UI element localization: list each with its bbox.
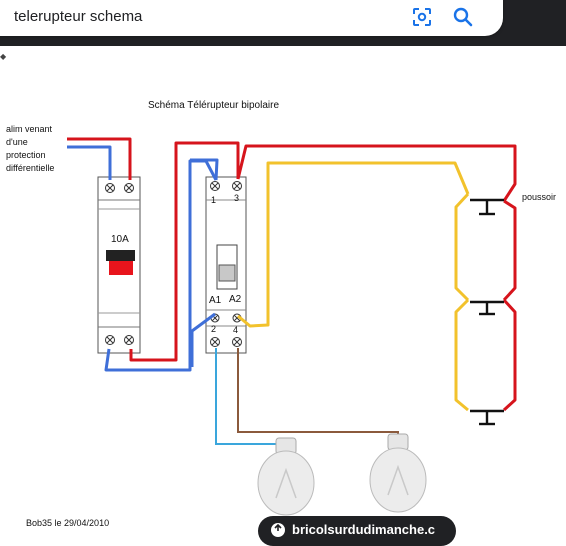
source-link-chip[interactable]: bricolsurdudimanche.c bbox=[258, 516, 456, 546]
scroll-marker-icon: ◆ bbox=[0, 52, 7, 61]
pushbutton-label: poussoir bbox=[522, 192, 557, 202]
circuit-breaker bbox=[97, 176, 141, 354]
wiring-diagram-image[interactable]: Schéma Télérupteur bipolaire alim venant… bbox=[0, 46, 566, 530]
search-query-text[interactable]: telerupteur schema bbox=[14, 8, 143, 25]
site-favicon-icon bbox=[270, 522, 286, 538]
author-signature: Bob35 le 29/04/2010 bbox=[26, 518, 110, 528]
terminal-4-label: 4 bbox=[233, 325, 239, 335]
google-lens-icon[interactable] bbox=[411, 6, 433, 28]
search-box[interactable]: telerupteur schema bbox=[0, 0, 503, 36]
neutral-wires bbox=[67, 145, 219, 372]
telerupteur-relay bbox=[205, 176, 247, 354]
pushbutton-wires bbox=[237, 161, 470, 412]
search-icon[interactable] bbox=[451, 5, 475, 29]
supply-label-line-4: différentielle bbox=[6, 163, 55, 173]
phase-wires bbox=[67, 137, 517, 362]
light-bulb-icon bbox=[369, 433, 427, 513]
top-bar: telerupteur schema bbox=[0, 0, 566, 46]
pushbutton-phase-wires bbox=[502, 199, 517, 412]
terminal-2-label: 2 bbox=[211, 324, 217, 334]
terminal-a2-label: A2 bbox=[229, 294, 242, 305]
diagram-title: Schéma Télérupteur bipolaire bbox=[148, 100, 280, 111]
breaker-rating-label: 10A bbox=[111, 234, 129, 245]
pushbutton-symbols bbox=[470, 198, 504, 426]
terminal-a1-label: A1 bbox=[209, 295, 222, 306]
light-bulb-icon bbox=[257, 437, 315, 516]
supply-label-line-3: protection bbox=[6, 150, 46, 160]
supply-label-line-1: alim venant bbox=[6, 124, 53, 134]
lamp-wire-brown bbox=[237, 348, 399, 440]
terminal-3-label: 3 bbox=[234, 193, 240, 203]
wiring-diagram-svg bbox=[67, 137, 517, 516]
terminal-1-label: 1 bbox=[211, 195, 217, 205]
supply-label-line-2: d'une bbox=[6, 137, 28, 147]
